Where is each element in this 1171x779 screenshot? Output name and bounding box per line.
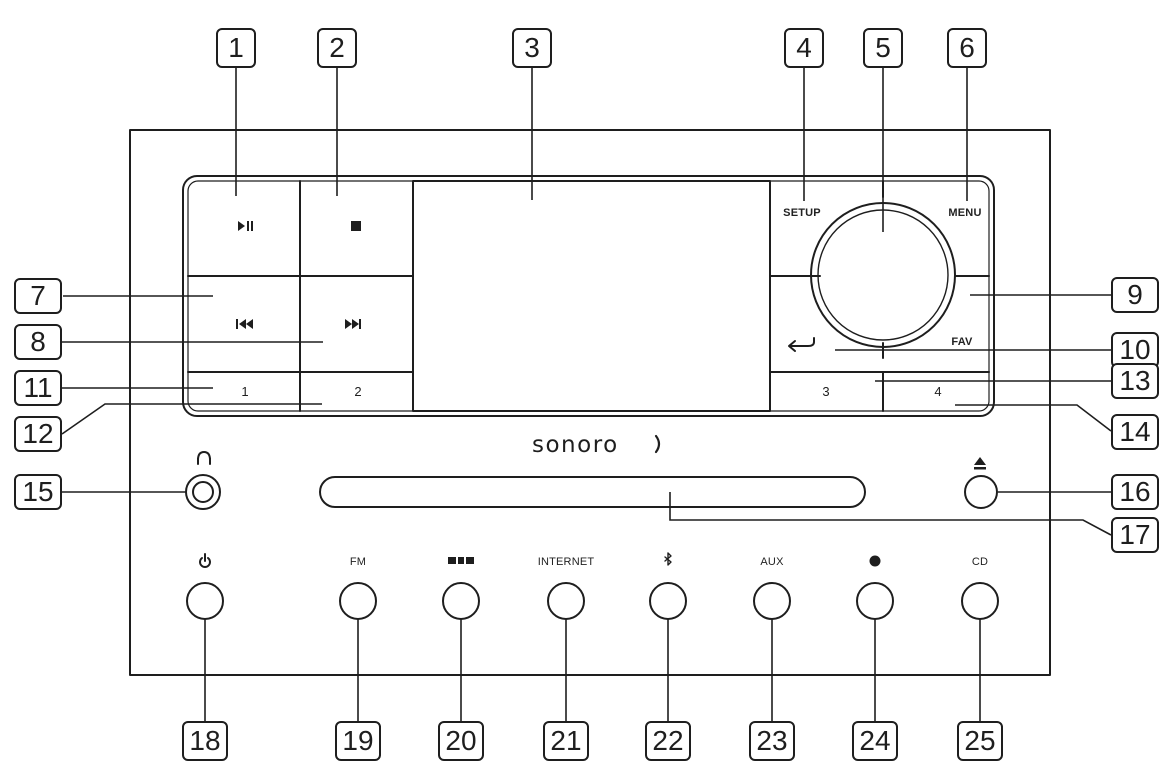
internet-label: INTERNET xyxy=(537,556,595,568)
stop-icon xyxy=(351,221,361,231)
brand-logo-text: sonoro xyxy=(532,432,619,458)
bluetooth-icon xyxy=(664,552,672,566)
preset-key-2[interactable]: 2 xyxy=(354,384,362,399)
menu-label: MENU xyxy=(948,207,982,219)
control-panel xyxy=(182,175,995,417)
preset-key-4[interactable]: 4 xyxy=(934,384,942,399)
aux-label: AUX xyxy=(760,556,784,568)
power-icon xyxy=(199,553,211,568)
spotify-button[interactable] xyxy=(856,582,894,620)
bluetooth-button[interactable] xyxy=(649,582,687,620)
display-screen xyxy=(412,180,771,412)
play-pause-icon xyxy=(238,221,253,231)
headphones-icon xyxy=(197,451,211,465)
brand-wave-mark xyxy=(654,434,661,454)
internet-button[interactable] xyxy=(547,582,585,620)
dab-button[interactable] xyxy=(442,582,480,620)
spotify-icon xyxy=(869,555,881,567)
device-body xyxy=(129,129,1051,676)
previous-track-icon xyxy=(236,319,253,329)
eject-button[interactable] xyxy=(964,475,998,509)
dab-icon xyxy=(448,557,474,564)
fm-label: FM xyxy=(349,556,367,568)
cd-button[interactable] xyxy=(961,582,999,620)
preset-key-3[interactable]: 3 xyxy=(822,384,830,399)
power-button[interactable] xyxy=(186,582,224,620)
setup-label: SETUP xyxy=(783,207,821,219)
fav-label: FAV xyxy=(951,336,973,348)
headphone-jack[interactable] xyxy=(185,474,221,510)
aux-button[interactable] xyxy=(753,582,791,620)
cd-label: CD xyxy=(971,556,989,568)
back-arrow-icon xyxy=(788,337,815,352)
next-track-icon xyxy=(345,319,361,329)
fm-button[interactable] xyxy=(339,582,377,620)
cd-slot xyxy=(319,476,866,508)
preset-key-1[interactable]: 1 xyxy=(241,384,249,399)
eject-icon xyxy=(974,457,986,470)
